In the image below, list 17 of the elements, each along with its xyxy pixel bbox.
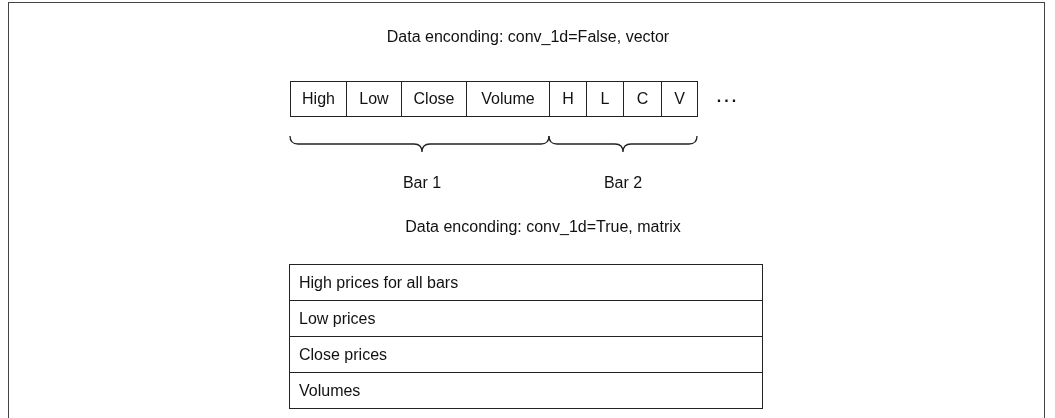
section-heading: Data enconding: conv_1d=True, matrix bbox=[405, 218, 681, 236]
vector-cell: C bbox=[623, 81, 662, 117]
matrix-row: Close prices bbox=[289, 336, 763, 373]
matrix-row: High prices for all bars bbox=[289, 264, 763, 301]
vector-cell: V bbox=[661, 81, 698, 117]
matrix-row: Volumes bbox=[289, 372, 763, 409]
ellipsis: ... bbox=[716, 88, 740, 106]
vector-cell: Low bbox=[346, 81, 402, 117]
matrix-row: Low prices bbox=[289, 300, 763, 337]
vector-cell: Close bbox=[401, 81, 467, 117]
vector-cell: High bbox=[290, 81, 347, 117]
vector-cell: Volume bbox=[466, 81, 550, 117]
vector-cell: H bbox=[549, 81, 587, 117]
vector-cell: L bbox=[586, 81, 624, 117]
group-label: Bar 2 bbox=[603, 174, 643, 192]
section-heading: Data enconding: conv_1d=False, vector bbox=[386, 28, 670, 46]
group-label: Bar 1 bbox=[402, 174, 442, 192]
